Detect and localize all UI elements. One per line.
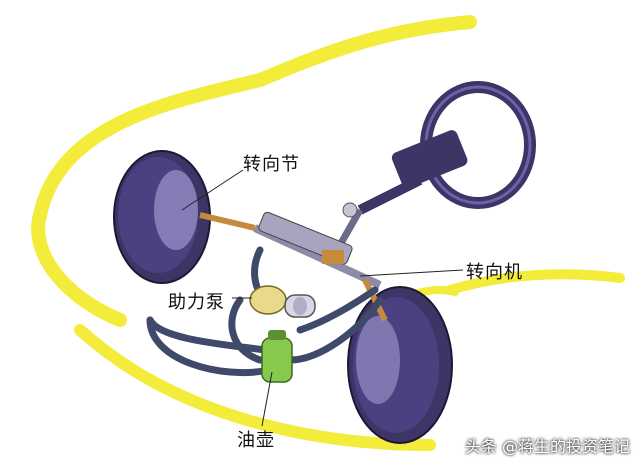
power-pump: [249, 285, 316, 318]
leader-lines: [181, 169, 464, 427]
car-body-outline: [31, 15, 625, 451]
steering-column: [336, 130, 468, 247]
label-steering-gear: 转向机: [466, 262, 523, 283]
right-wheel: [347, 286, 453, 444]
steering-rack: [199, 211, 388, 322]
oil-reservoir: [261, 330, 293, 383]
label-power-pump: 助力泵: [168, 292, 225, 313]
label-steering-knuckle: 转向节: [243, 154, 300, 175]
hydraulic-hoses: [146, 246, 384, 377]
left-wheel: [113, 150, 211, 284]
label-oil-reservoir: 油壶: [237, 430, 275, 451]
watermark: 头条 @蒋生的投资笔记: [464, 437, 630, 456]
